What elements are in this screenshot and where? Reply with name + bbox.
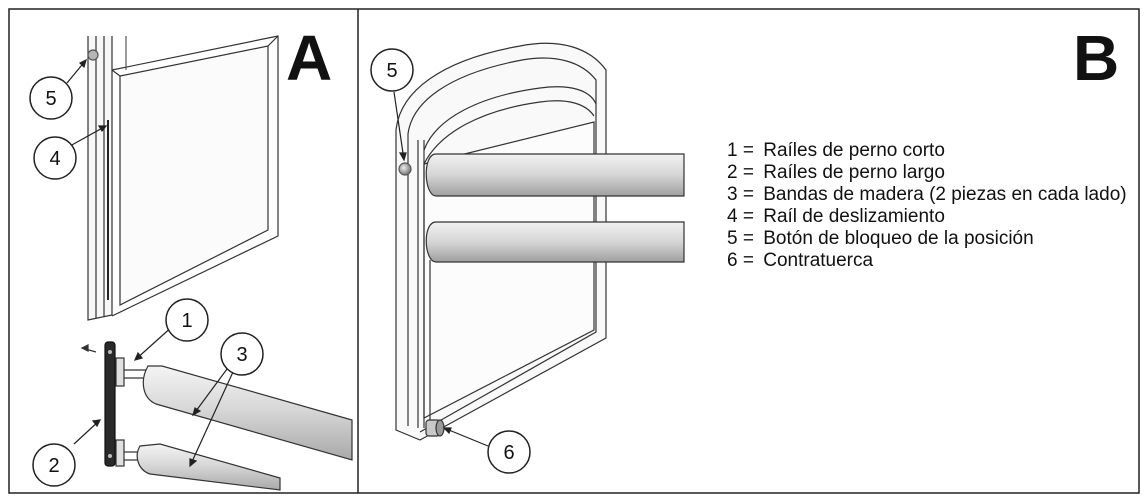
panel-a-label: A — [286, 22, 332, 94]
legend-item-5: 5 = Botón de bloqueo de la posición — [727, 228, 1127, 250]
callout-b-6: 6 — [503, 442, 514, 464]
callout-a-2: 2 — [48, 455, 59, 477]
callout-circle-a-4 — [33, 136, 77, 180]
legend-num: 4 = — [727, 206, 760, 227]
callout-a-4: 4 — [49, 148, 60, 170]
legend-text: Raíles de perno largo — [763, 162, 945, 183]
legend-num: 6 = — [727, 250, 760, 271]
legend-item-6: 6 = Contratuerca — [727, 250, 1127, 272]
legend-item-1: 1 = Raíles de perno corto — [727, 140, 1127, 162]
panel-a-leaders — [66, 58, 234, 468]
panel-b-leaders — [393, 91, 489, 447]
figure-border — [8, 8, 1140, 494]
legend-text: Raíl de deslizamiento — [763, 206, 945, 227]
callout-circle-a-1 — [165, 298, 209, 342]
panel-b-drawing — [395, 42, 685, 441]
legend-num: 2 = — [727, 162, 760, 183]
callout-a-5: 5 — [45, 88, 56, 110]
legend-num: 3 = — [727, 184, 760, 205]
callout-circle-a-5 — [29, 76, 73, 120]
legend-text: Raíles de perno corto — [763, 140, 945, 161]
legend-num: 1 = — [727, 140, 760, 161]
legend-item-2: 2 = Raíles de perno largo — [727, 162, 1127, 184]
legend-item-3: 3 = Bandas de madera (2 piezas en cada l… — [727, 184, 1127, 206]
parts-legend: 1 = Raíles de perno corto 2 = Raíles de … — [727, 140, 1127, 272]
callout-a-1: 1 — [181, 310, 192, 332]
callout-a-3: 3 — [236, 344, 247, 366]
legend-text: Botón de bloqueo de la posición — [763, 228, 1034, 249]
legend-text: Bandas de madera (2 piezas en cada lado) — [763, 184, 1127, 205]
panel-a-drawing — [80, 35, 353, 491]
callout-circle-a-3 — [220, 332, 264, 376]
legend-item-4: 4 = Raíl de deslizamiento — [727, 206, 1127, 228]
callout-b-5: 5 — [386, 60, 397, 82]
legend-num: 5 = — [727, 228, 760, 249]
callout-circle-b-5 — [370, 48, 414, 92]
callout-circle-b-6 — [487, 430, 531, 474]
legend-text: Contratuerca — [763, 250, 874, 271]
panel-b-label: B — [1073, 22, 1119, 94]
callout-circle-a-2 — [32, 443, 76, 487]
